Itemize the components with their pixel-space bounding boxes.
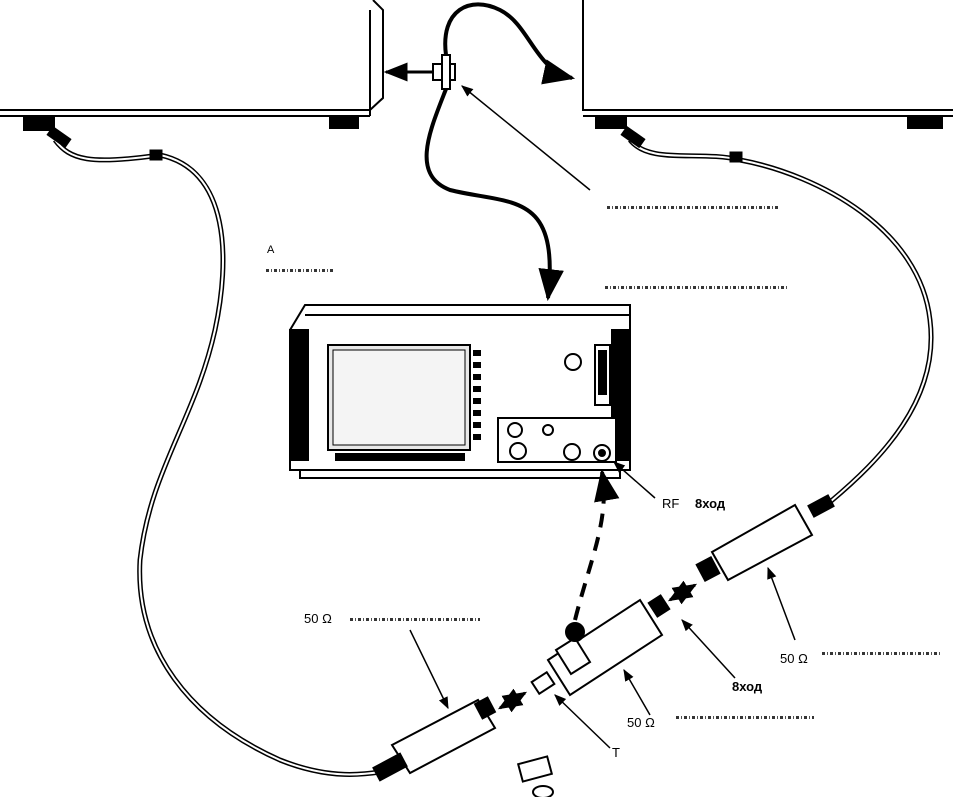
tee-connector [383, 54, 456, 90]
illegible-text [350, 618, 480, 621]
left-sensor-cable [46, 125, 393, 777]
adapter-parts [516, 755, 554, 797]
right-power-meter [582, 0, 953, 129]
illegible-text [266, 269, 334, 272]
ohm-label-top: 50 Ω [304, 611, 332, 626]
illegible-text [676, 716, 814, 719]
t-label: T [612, 745, 620, 760]
tee-pointer [461, 85, 591, 191]
softkey-column [473, 350, 481, 440]
illegible-text [607, 206, 779, 209]
illegible-text [822, 652, 940, 655]
input-label-right: 8ход [732, 679, 763, 694]
a-label: А [267, 244, 275, 256]
generator-cable [424, 88, 564, 302]
dashed-link [573, 468, 620, 621]
rf-input-word: 8ход [695, 496, 726, 511]
rf-pointer [613, 461, 656, 499]
power-splitter [530, 594, 671, 697]
top-cable [443, 2, 576, 85]
rf-label: RF [662, 496, 680, 511]
left-power-sensor [372, 696, 497, 782]
ohm-label-bottom: 50 Ω [627, 715, 655, 730]
signal-generator [289, 304, 631, 479]
right-power-sensor [695, 494, 835, 583]
illegible-text [605, 286, 788, 289]
right-sensor-cable [620, 125, 934, 504]
ohm-label-right: 50 Ω [780, 651, 808, 666]
leader-lines [409, 566, 796, 749]
left-power-meter [0, 0, 384, 131]
